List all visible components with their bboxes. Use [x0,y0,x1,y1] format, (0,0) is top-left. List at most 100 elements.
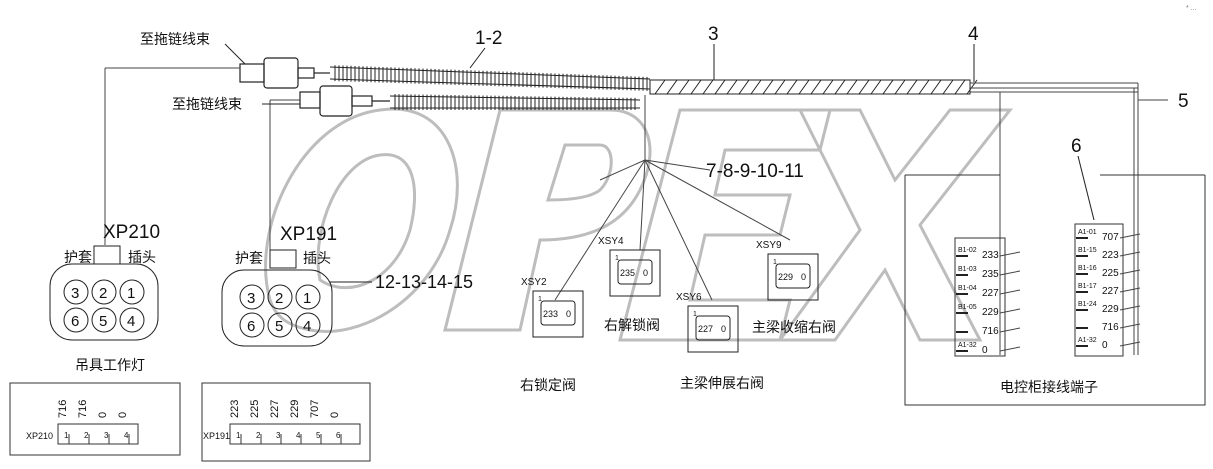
terminal-right-wire: 225 [1102,268,1119,279]
terminal-right-tag: A1-01 [1078,229,1097,236]
xp191-pin-num: 2 [256,431,261,440]
terminal-right-wire: 716 [1102,322,1119,333]
valve-box [767,253,819,301]
terminal-left-tag: B1-03 [958,266,977,273]
callouts: 1-2 3 4 5 6 7-8-9-10-11 12-13-14-15 [330,24,1189,292]
main-sleeve [649,79,978,95]
valve-pin-b: 0 [801,272,806,282]
xp191-wire-num: 225 [249,400,261,418]
valve-box [532,290,584,338]
terminal-right-wire: 229 [1102,304,1119,315]
callout-7-11: 7-8-9-10-11 [706,161,804,182]
xp210-pin [91,279,117,305]
to-chain-label-bottom: 至拖链线束 [172,97,242,113]
xp210-pin-num: 1 [64,431,69,440]
xp191-pin-num: 6 [336,431,341,440]
corrugated-tube-top [329,65,651,91]
callout-4: 4 [968,24,979,45]
xp210-wire-num: 716 [57,400,69,418]
valve-caption: 右锁定阀 [520,377,576,393]
xp191-plug: 插头 [303,251,331,267]
corner-mark: * ... [1186,5,1197,12]
valve-pin-a: 1 [538,296,542,303]
xp191-wire-num: 227 [269,400,281,418]
xp210-pin-num: 3 [104,431,109,440]
xp191-pin-label: 2 [275,290,283,307]
terminal-left-tag: B1-05 [958,304,977,311]
xp210-wire-num: 716 [77,400,89,418]
xp210-pin-label: 1 [127,285,135,302]
xp210-pin-num: 4 [124,431,129,440]
xp191-pin [267,284,293,310]
xp210-pin-label: 4 [127,313,135,330]
xp210-pin-label: 3 [71,285,79,302]
xp210-pin-label: 6 [71,313,79,330]
xp191-pin-label: 3 [247,290,255,307]
terminal-right-tag: B1-24 [1078,301,1097,308]
xp210-wire-num: 0 [97,412,109,418]
valve-id: XSY6 [676,292,702,303]
valve-box [609,249,661,297]
terminal-left-wire: 0 [982,345,988,356]
xp191-table-label: XP191 [203,431,230,441]
valve-wire: 233 [543,309,558,319]
corrugated-tube-bottom [389,94,641,110]
xp210-pin [63,279,89,305]
valve-caption: 右解锁阀 [604,317,660,333]
xp210-caption: 吊具工作灯 [75,358,145,374]
valve-pin-b: 0 [721,324,726,334]
xp210-table-label: XP210 [26,431,53,441]
xp191-pin [295,312,321,338]
harness-connector-top [239,57,330,89]
xp210-pin-num: 2 [84,431,89,440]
xp191-pin-num: 5 [316,431,321,440]
valve-pin-b: 0 [643,268,648,278]
xp191-pin-num: 4 [296,431,301,440]
terminal-right-wire: 223 [1102,250,1119,261]
valve-wire: 235 [620,268,635,278]
xp191-pin [295,284,321,310]
valve-pin-a: 1 [773,259,777,266]
valve-pin-a: 1 [615,255,619,262]
trunk-lines [104,67,1168,355]
xp210-sheath: 护套 [64,250,92,266]
terminal-right-tag: B1-16 [1078,265,1097,272]
valve-pin-b: 0 [566,309,571,319]
terminal-left-tag: B1-04 [958,285,977,292]
terminal-right-tag: A1-32 [1078,337,1097,344]
callout-12-15: 12-13-14-15 [375,272,473,292]
xp191-pin [267,312,293,338]
xp210-name: XP210 [103,222,160,243]
valve-caption: 主梁伸展右阀 [680,375,764,391]
valve-id: XSY4 [598,236,624,247]
xp210-pin [91,307,117,333]
terminal-left-wire: 716 [982,326,999,337]
valve-id: XSY2 [521,277,547,288]
xp191-pin-label: 5 [275,318,283,335]
terminal-right-wire: 227 [1102,286,1119,297]
xp210-pin [119,279,145,305]
valve-pin-a: 1 [693,311,697,318]
terminal-left-tag: B1-02 [958,247,977,254]
xp191-sheath: 护套 [235,251,263,267]
xp210-plug: 插头 [128,250,156,266]
xp210-pin-label: 5 [99,313,107,330]
callout-6: 6 [1071,136,1082,157]
xp191-pin-label: 1 [303,290,311,307]
xp191-pin [239,312,265,338]
xp210-pin [119,307,145,333]
xp191-pin-num: 3 [276,431,281,440]
xp210-pin [63,307,89,333]
terminal-left-wire: 227 [982,288,999,299]
valve-caption: 主梁收缩右阀 [752,319,836,335]
valve-wire: 227 [698,324,713,334]
valve-wire: 229 [778,272,793,282]
callout-1-2: 1-2 [475,28,502,49]
terminal-right-tag: B1-17 [1078,283,1097,290]
